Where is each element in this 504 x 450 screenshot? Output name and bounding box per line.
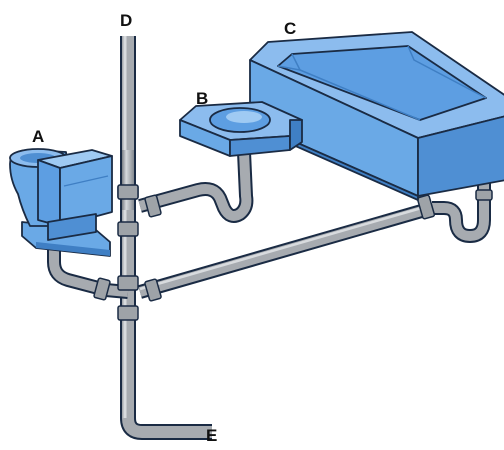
stack-coupling xyxy=(117,305,139,321)
stack-front-segment xyxy=(117,150,139,210)
trap-coupling xyxy=(416,194,436,220)
sink-side xyxy=(229,135,291,157)
sink-bracket xyxy=(289,119,303,151)
branch-coupling xyxy=(144,278,162,302)
bathtub-side xyxy=(417,115,504,197)
toilet-tank-side xyxy=(59,155,113,227)
sink xyxy=(179,101,303,157)
label-toilet: A xyxy=(32,127,44,146)
toilet-branch-pipe xyxy=(47,244,129,299)
stack-coupling xyxy=(117,221,139,237)
sink-branch-pipe xyxy=(138,151,254,223)
stack-coupling xyxy=(117,275,139,291)
label-sink: B xyxy=(196,89,208,108)
bathtub-branch-pipe xyxy=(138,201,434,299)
label-vent-stack: D xyxy=(120,11,132,30)
label-drain-outlet: E xyxy=(206,426,217,445)
trap-coupling xyxy=(475,189,493,201)
label-bathtub: C xyxy=(284,19,296,38)
toilet-tank-front xyxy=(37,159,61,227)
pipe-network xyxy=(47,36,491,440)
bathtub-basin xyxy=(277,45,487,121)
branch-coupling xyxy=(144,194,162,218)
toilet xyxy=(9,148,113,257)
bathtub xyxy=(249,31,504,201)
branch-coupling xyxy=(93,277,111,301)
pipe-fittings xyxy=(93,184,493,321)
